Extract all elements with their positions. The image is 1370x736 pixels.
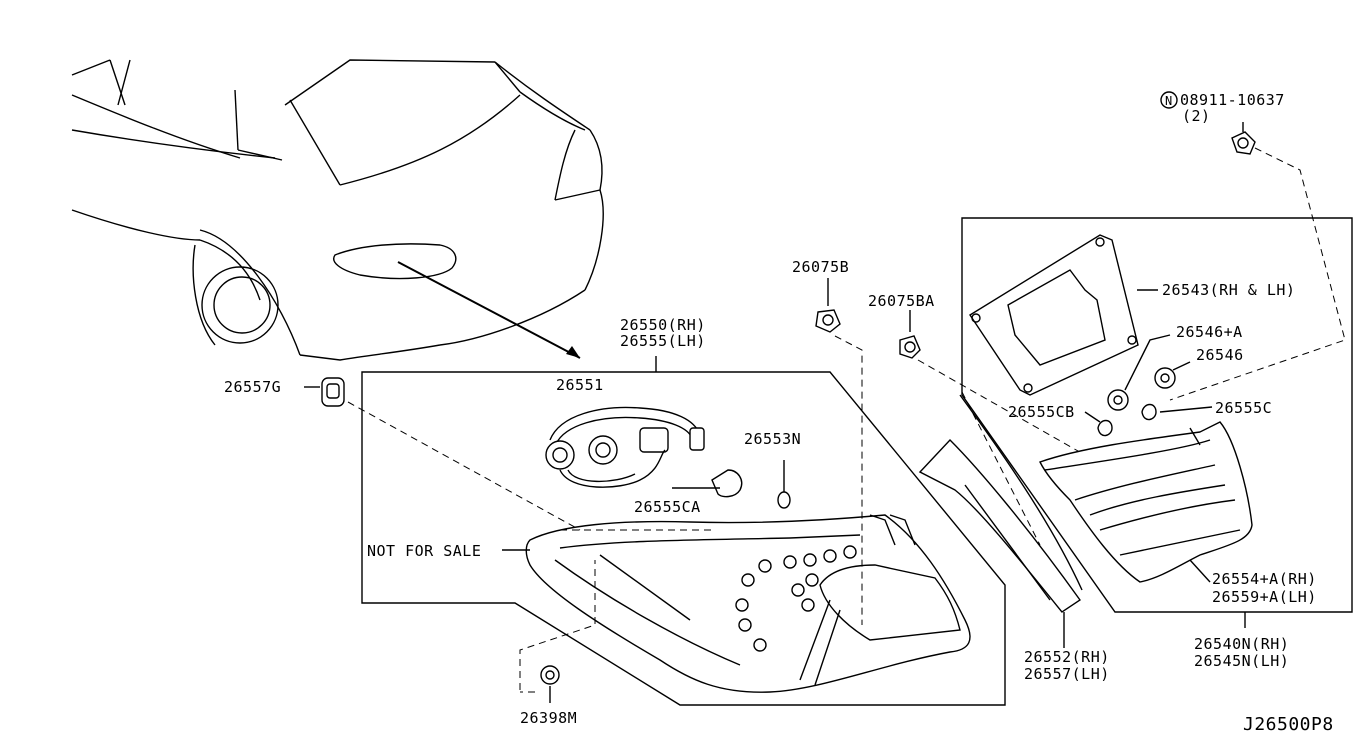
nut-26075BA: [899, 310, 1086, 456]
label-26545N: 26545N(LH): [1194, 652, 1289, 670]
diagram-code: J26500P8: [1243, 714, 1334, 735]
nut-26075B: [815, 278, 863, 625]
lamp-assembly-box: [961, 217, 1353, 628]
label-26551: 26551: [556, 376, 604, 394]
label-26559A: 26559+A(LH): [1212, 588, 1317, 606]
label-26557: 26557(LH): [1024, 665, 1110, 683]
bulb-26555CB: [1084, 411, 1113, 437]
gasket-26543: [969, 234, 1158, 396]
nut-08911: [1160, 91, 1346, 401]
label-26553N: 26553N: [744, 430, 801, 448]
grommet-26553N: [777, 460, 791, 509]
label-26555CB: 26555CB: [1008, 403, 1075, 421]
bulb-26555CA: [672, 469, 743, 498]
label-26550: 26550(RH): [620, 316, 706, 334]
label-08911-qty: (2): [1182, 107, 1211, 125]
label-26546: 26546: [1196, 346, 1244, 364]
fastener-26398M: [519, 560, 596, 703]
vehicle-rear-illustration: [71, 59, 604, 361]
label-26552: 26552(RH): [1024, 648, 1110, 666]
bulb-26555C: [1141, 403, 1213, 421]
socket-26546A: [1107, 334, 1171, 411]
label-not-for-sale: NOT FOR SALE: [367, 542, 481, 560]
label-26540N: 26540N(RH): [1194, 635, 1289, 653]
label-26398M: 26398M: [520, 709, 577, 727]
label-26555CA: 26555CA: [634, 498, 701, 516]
label-08911-prefix: N: [1165, 94, 1173, 108]
labels: N 08911-10637 (2) 26543(RH & LH) 26546+A…: [224, 91, 1334, 735]
combination-lamp-body: [525, 514, 971, 693]
tail-lamp-kit-box: [361, 356, 1006, 706]
label-26075B: 26075B: [792, 258, 849, 276]
harness-26551: [545, 406, 705, 488]
label-26555C: 26555C: [1215, 399, 1272, 417]
label-26555: 26555(LH): [620, 332, 706, 350]
finisher-26552: [918, 391, 1083, 648]
label-26554A: 26554+A(RH): [1212, 570, 1317, 588]
label-26557G: 26557G: [224, 378, 281, 396]
label-08911: 08911-10637: [1180, 91, 1285, 109]
label-26075BA: 26075BA: [868, 292, 935, 310]
clip-26557G: [304, 377, 581, 531]
label-26546A: 26546+A: [1176, 323, 1243, 341]
label-26543: 26543(RH & LH): [1162, 281, 1295, 299]
lamp-26554A: [1039, 421, 1253, 583]
socket-26546: [1154, 361, 1191, 389]
